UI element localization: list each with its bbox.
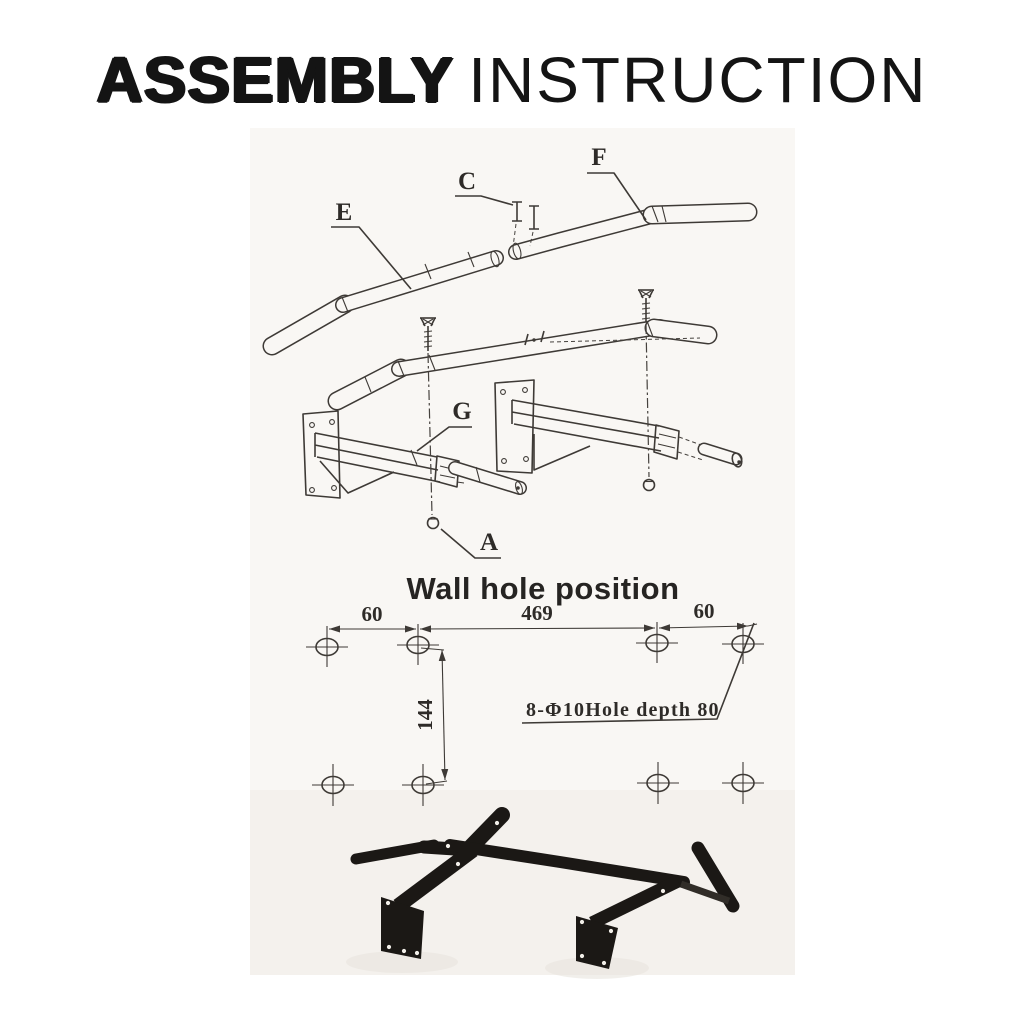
mounting-screw-left	[420, 317, 436, 351]
dimension-144-vertical: 144	[413, 699, 437, 731]
title-word-instruction: INSTRUCTION	[468, 44, 928, 116]
part-label-c: C	[458, 168, 476, 195]
part-f-bar	[508, 202, 758, 260]
drill-hole-markers	[306, 622, 764, 806]
wall-hole-heading: Wall hole position	[406, 571, 679, 606]
title-word-assembly: ASSEMBLY	[96, 44, 455, 116]
scan-paper	[250, 128, 795, 975]
part-label-f: F	[591, 144, 606, 171]
photo-main-bar	[444, 839, 690, 888]
hole-note-text: 8-Φ10Hole depth 80	[526, 699, 720, 721]
part-e-bar	[262, 250, 504, 356]
part-a-cap-nuts	[426, 478, 656, 530]
hole-spec-note: 8-Φ10Hole depth 80	[521, 622, 755, 724]
wall-hole-diagram: 60 469 60 144 8-Φ10Hole depth 80	[306, 599, 764, 806]
part-label-g: G	[452, 398, 471, 425]
part-label-a: A	[480, 529, 498, 556]
photo-left-plate	[381, 897, 424, 959]
exploded-view: E C F G A	[262, 144, 758, 559]
part-c-screws	[512, 201, 539, 248]
photo-right-grip	[691, 841, 740, 913]
dimension-60-right: 60	[694, 599, 715, 623]
photo-right-arm	[589, 875, 681, 929]
photo-bolt-holes	[385, 820, 666, 966]
photo-left-arm	[393, 843, 478, 913]
wall-bracket-right	[494, 379, 743, 474]
product-photo	[346, 807, 740, 979]
part-labels: E C F G A	[331, 144, 647, 559]
assembly-center-lines	[427, 323, 650, 516]
photo-right-plate	[576, 916, 618, 969]
mounting-screw-right	[638, 289, 654, 322]
wall-bracket-left	[302, 410, 527, 499]
dimension-469-center: 469	[521, 601, 553, 625]
part-label-e: E	[336, 199, 353, 226]
dimension-60-left: 60	[362, 602, 383, 626]
dimension-line-vertical: 144	[413, 647, 449, 785]
middle-bar-assembled	[327, 318, 718, 411]
